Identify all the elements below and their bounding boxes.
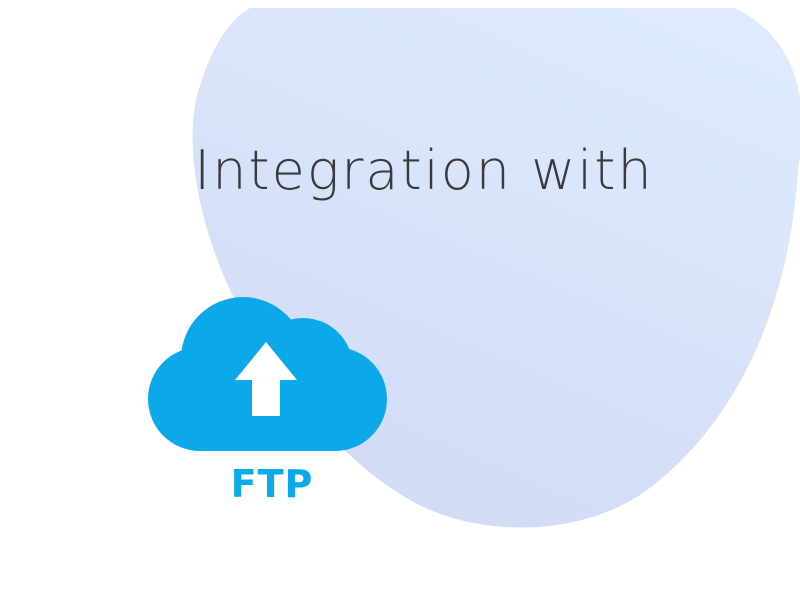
ftp-logo-label: FTP	[230, 462, 314, 506]
cloud-upload-icon	[148, 297, 387, 451]
headline: Integration with	[194, 139, 654, 202]
